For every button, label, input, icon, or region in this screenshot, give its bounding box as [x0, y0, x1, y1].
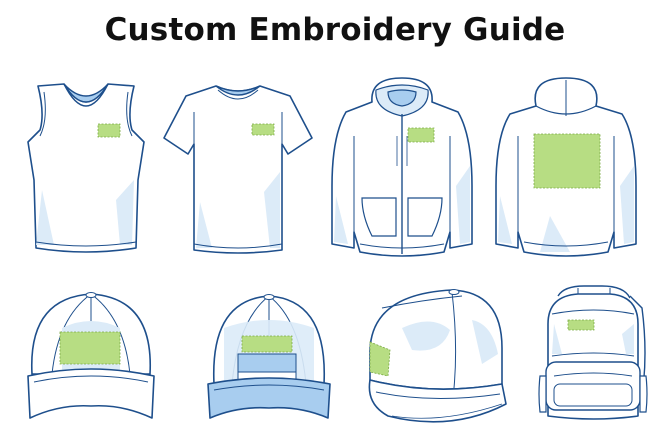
embroidery-area	[534, 134, 600, 188]
page-title: Custom Embroidery Guide	[0, 12, 670, 48]
trucker-cap-icon	[204, 288, 334, 428]
tank-top-icon	[24, 80, 148, 255]
hoodie-front-icon	[326, 76, 478, 260]
baseball-cap-front-icon	[22, 288, 160, 428]
embroidery-area	[242, 336, 292, 352]
cap-side-icon	[362, 284, 512, 434]
embroidery-area	[408, 128, 434, 142]
embroidery-area	[98, 124, 120, 137]
embroidery-area	[252, 124, 274, 135]
hoodie-back-icon	[490, 76, 642, 260]
backpack-icon	[538, 284, 648, 424]
t-shirt-icon	[160, 82, 316, 256]
embroidery-area	[568, 320, 594, 330]
embroidery-area	[60, 332, 120, 364]
